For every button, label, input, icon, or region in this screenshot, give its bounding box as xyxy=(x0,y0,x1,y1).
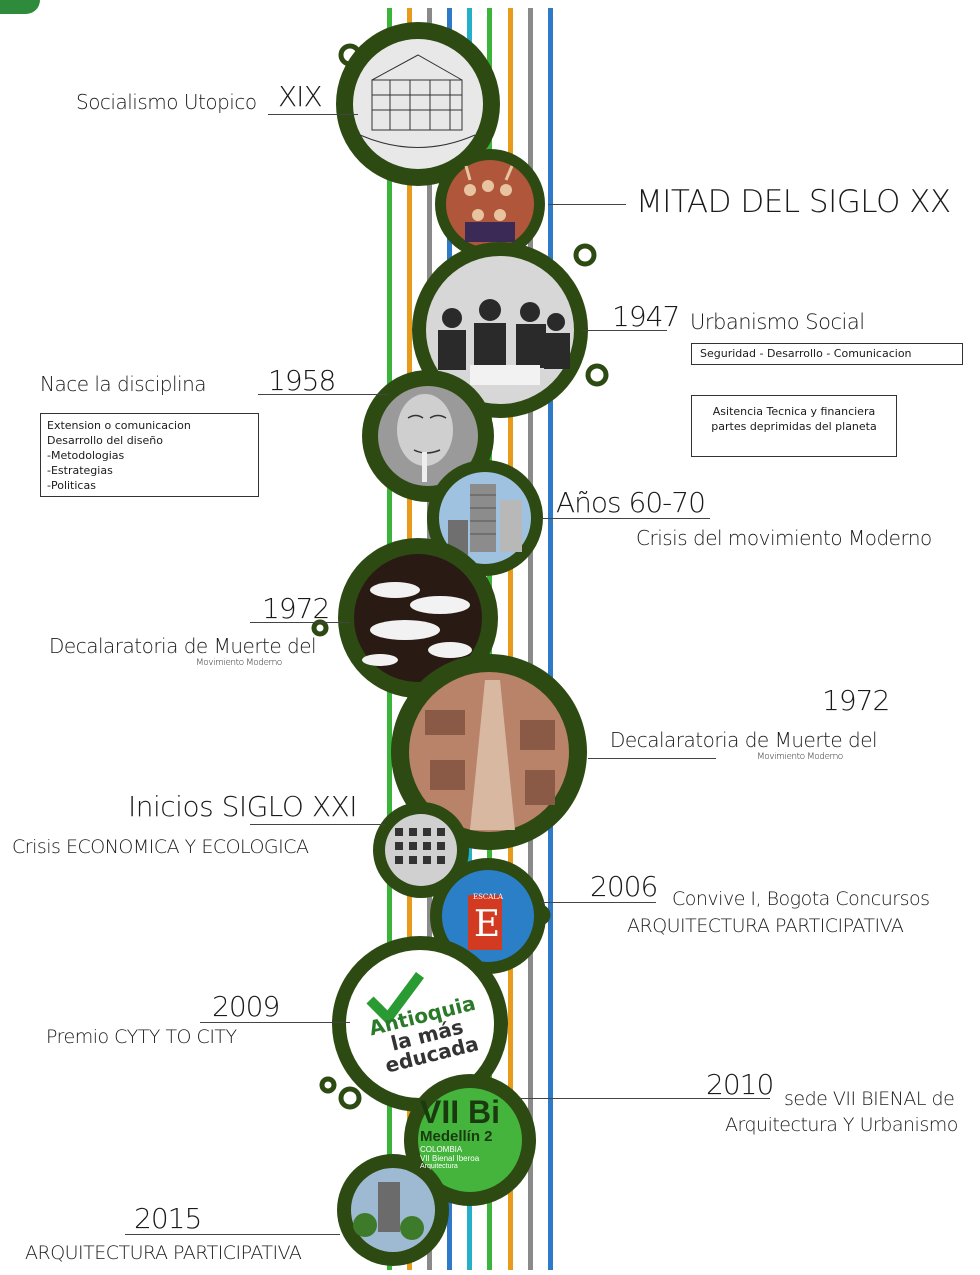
bienal-line: VII Bienal Iberoa xyxy=(420,1154,480,1163)
circle-xix xyxy=(336,22,500,186)
6070-rule xyxy=(540,518,710,519)
1972a-year: 1972 xyxy=(262,592,330,625)
bienal-big: VII Bi xyxy=(420,1096,501,1130)
1958-year: 1958 xyxy=(268,364,336,397)
2010-title: sede VII BIENAL de xyxy=(784,1088,955,1110)
1972a-title: Decalaratoria de Muerte del xyxy=(49,634,317,658)
circle-siglo21 xyxy=(373,802,469,898)
1972b-year: 1972 xyxy=(822,684,890,717)
mitad-title: MITAD DEL SIGLO XX xyxy=(636,184,951,220)
circle-2009 xyxy=(332,936,508,1112)
line-gray-2 xyxy=(528,8,533,1270)
2015-rule xyxy=(125,1234,340,1235)
siglo21-title: Crisis ECONOMICA Y ECOLOGICA xyxy=(12,836,309,858)
1958-item: Desarrollo del diseño xyxy=(47,434,163,447)
circle-2006 xyxy=(430,858,546,974)
1947-rule xyxy=(582,330,667,331)
6070-title: Crisis del movimiento Moderno xyxy=(636,526,932,550)
1958-item: -Estrategias xyxy=(47,464,113,477)
xix-rule xyxy=(268,114,358,115)
1958-rule xyxy=(258,394,388,395)
2010-subtitle: Arquitectura Y Urbanismo xyxy=(725,1114,958,1136)
1958-box: Extension o comunicacion Desarrollo del … xyxy=(40,413,259,497)
1958-item: -Metodologias xyxy=(47,449,125,462)
circle-mitad xyxy=(435,149,545,259)
siglo21-year: Inicios SIGLO XXI xyxy=(128,790,357,823)
line-orange-2 xyxy=(508,8,513,1270)
2009-rule xyxy=(200,1022,350,1023)
escala-label: ESCALA xyxy=(472,893,504,901)
1972a-rule xyxy=(250,622,350,623)
1972b-rule xyxy=(588,758,716,759)
1947-box1: Seguridad - Desarrollo - Comunicacion xyxy=(691,343,963,365)
line-blue-2 xyxy=(548,8,553,1270)
1947-box2-line1: Asitencia Tecnica y financiera xyxy=(712,405,876,418)
xix-year: XIX xyxy=(278,80,323,113)
circle-2010 xyxy=(404,1074,536,1206)
1958-item: Extension o comunicacion xyxy=(47,419,191,432)
1972b-subtitle: Movimiento Moderno xyxy=(757,752,843,762)
bienal-logo: VII Bi Medellín 2 COLOMBIA VII Bienal Ib… xyxy=(420,1096,520,1170)
bienal-line2: Arquitectura xyxy=(420,1163,458,1170)
escala-letter: E xyxy=(473,904,501,945)
2010-rule xyxy=(520,1098,770,1099)
2009-year: 2009 xyxy=(212,990,280,1023)
corner-accent xyxy=(0,0,40,14)
2006-year: 2006 xyxy=(590,870,658,903)
1947-year: 1947 xyxy=(612,300,680,333)
bienal-country: COLOMBIA xyxy=(420,1145,463,1154)
6070-year: Años 60-70 xyxy=(556,486,706,519)
xix-title: Socialismo Utopico xyxy=(76,90,257,114)
1947-box2: Asitencia Tecnica y financiera partes de… xyxy=(691,395,897,457)
2006-title: Convive I, Bogota Concursos xyxy=(672,888,930,910)
circle-2015 xyxy=(337,1154,449,1266)
circle-1947 xyxy=(412,242,588,418)
1958-title: Nace la disciplina xyxy=(40,372,207,396)
bienal-city: Medellín 2 xyxy=(420,1128,493,1145)
1947-box2-line2: partes deprimidas del planeta xyxy=(711,420,877,433)
siglo21-rule xyxy=(250,824,385,825)
mitad-rule xyxy=(548,204,626,205)
circle-1972a xyxy=(338,538,498,698)
2015-title: ARQUITECTURA PARTICIPATIVA xyxy=(25,1242,302,1264)
2009-title: Premio CYTY TO CITY xyxy=(46,1026,237,1048)
1972a-subtitle: Movimiento Moderno xyxy=(196,658,282,668)
circle-6070 xyxy=(427,460,543,576)
2015-year: 2015 xyxy=(134,1202,202,1235)
1972b-title: Decalaratoria de Muerte del xyxy=(610,728,878,752)
2006-rule xyxy=(540,902,656,903)
2006-subtitle: ARQUITECTURA PARTICIPATIVA xyxy=(627,915,904,937)
circle-1972b xyxy=(391,654,587,850)
2010-year: 2010 xyxy=(706,1068,774,1101)
1958-item: -Politicas xyxy=(47,479,96,492)
1947-title: Urbanismo Social xyxy=(690,310,865,334)
